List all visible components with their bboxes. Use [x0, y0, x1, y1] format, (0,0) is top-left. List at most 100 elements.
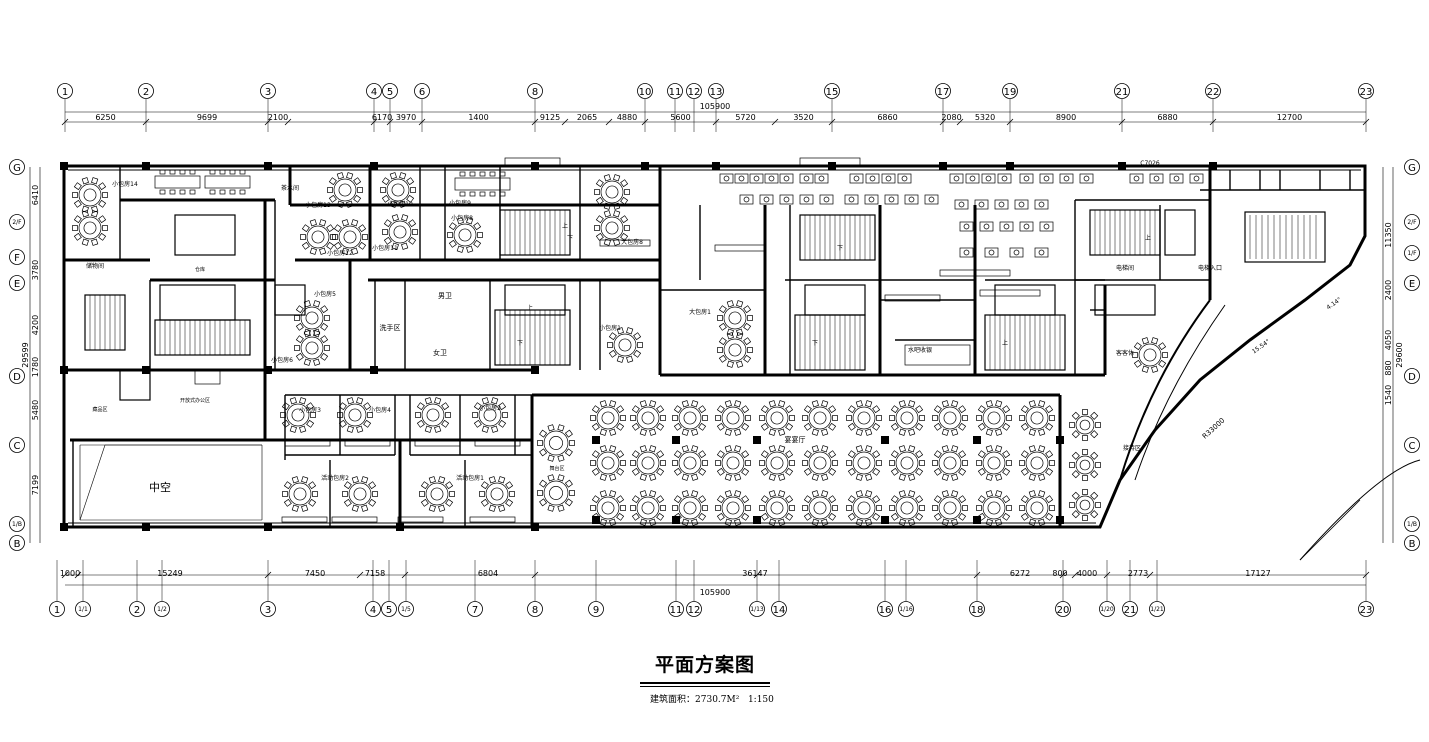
- axis-label-bottom: 18: [971, 605, 984, 616]
- kitchen-unit: [719, 173, 734, 184]
- round-table: [1069, 489, 1101, 521]
- area-value: 2730.7M²: [695, 695, 740, 705]
- dim-top: 12700: [1277, 113, 1302, 122]
- dim-bottom: 1000: [60, 569, 80, 578]
- column: [60, 366, 68, 374]
- bench: [414, 440, 461, 447]
- axis-bubble-bottom: [129, 601, 145, 617]
- kitchen-unit: [979, 221, 994, 232]
- axis-bubble-right: [1404, 159, 1420, 175]
- room-label-small-room-9: 小包房9: [449, 199, 471, 207]
- stair-mark: 上: [1145, 234, 1151, 242]
- dim-left: 7199: [31, 475, 40, 495]
- axis-bubble-left: [9, 275, 25, 291]
- axis-bubble-right: [1404, 245, 1420, 261]
- room-label-bar: 水吧收银: [908, 346, 932, 354]
- axis-bubble-top: [1205, 83, 1221, 99]
- dim-bottom: 7450: [305, 569, 325, 578]
- column: [396, 523, 404, 531]
- round-table: [630, 400, 666, 436]
- axis-bubble-top: [138, 83, 154, 99]
- dim-bottom: 6804: [478, 569, 498, 578]
- axis-label-left: F: [14, 253, 20, 264]
- axis-label-bottom: 8: [532, 605, 538, 616]
- room-label-reception: 接待区: [1123, 444, 1141, 452]
- column: [1056, 436, 1064, 444]
- column: [1006, 162, 1014, 170]
- axis-label-bottom: 11: [670, 605, 683, 616]
- stair-mark: 上: [1002, 339, 1008, 347]
- round-table: [759, 490, 795, 526]
- structural-columns: [60, 162, 1217, 531]
- room-label-small-room-14: 小包房14: [112, 180, 138, 188]
- axis-bubble-bottom: [1055, 601, 1071, 617]
- dim-right: 11350: [1384, 222, 1393, 247]
- axis-label-top: 4: [371, 87, 377, 98]
- dim-top: 5600: [670, 113, 690, 122]
- column: [592, 436, 600, 444]
- kitchen-unit: [1039, 221, 1054, 232]
- room-label-small-room-8: 小包房8: [451, 214, 473, 222]
- column: [142, 366, 150, 374]
- axis-bubble-top: [824, 83, 840, 99]
- kitchen-unit: [994, 199, 1009, 210]
- kitchen-unit: [1034, 199, 1049, 210]
- kitchen-unit: [1014, 199, 1029, 210]
- room-label-small-room-1: 小包房1: [599, 324, 621, 332]
- round-table: [327, 172, 363, 208]
- axis-bubble-bottom: [668, 601, 684, 617]
- axis-bubble-left: [9, 249, 25, 265]
- round-table: [607, 327, 643, 363]
- axis-label-right: G: [1408, 163, 1416, 174]
- kitchen-unit: [849, 173, 864, 184]
- room-label-small-room-13: 小包房13: [305, 201, 331, 209]
- dim-top: 8900: [1056, 113, 1076, 122]
- axis-label-top: 5: [387, 87, 393, 98]
- room-label-elevator-entry: 电梯入口: [1198, 264, 1222, 272]
- kitchen-unit: [981, 173, 996, 184]
- kitchen-unit: [799, 194, 814, 205]
- axis-label-bottom: 1/2: [157, 606, 167, 613]
- dim-total-bottom: 105900: [700, 588, 731, 597]
- column: [939, 162, 947, 170]
- stair-hatching: [89, 210, 1317, 370]
- round-table: [672, 490, 708, 526]
- room-label-small-room-2: 小包房2: [479, 404, 501, 412]
- axis-label-top: 11: [669, 87, 682, 98]
- round-table: [294, 330, 330, 366]
- axis-label-top: 15: [826, 87, 839, 98]
- axis-bubble-left: [9, 214, 25, 230]
- long-table: [204, 169, 251, 195]
- kitchen-unit: [1079, 173, 1094, 184]
- axis-label-left: B: [14, 539, 21, 550]
- round-table: [715, 490, 751, 526]
- column: [264, 366, 272, 374]
- round-table: [715, 400, 751, 436]
- axis-label-bottom: 12: [688, 605, 701, 616]
- column: [60, 523, 68, 531]
- room-label-guest-rest: 客客休: [1116, 349, 1134, 357]
- round-table: [630, 445, 666, 481]
- round-table: [802, 400, 838, 436]
- axis-bubble-bottom: [1358, 601, 1374, 617]
- kitchen-unit: [1129, 173, 1144, 184]
- bench: [469, 516, 516, 523]
- counter: [979, 289, 1041, 297]
- bench: [397, 516, 444, 523]
- kitchen-unit: [1019, 173, 1034, 184]
- room-label-women-wc: 女卫: [433, 348, 447, 357]
- axis-label-bottom: 1/1: [78, 606, 88, 613]
- column: [753, 516, 761, 524]
- dim-left: 4200: [31, 315, 40, 335]
- axis-label-top: 12: [688, 87, 701, 98]
- building-outline: [60, 162, 1421, 561]
- axis-bubble-left: [9, 535, 25, 551]
- room-label-small-room-3: 小包房3: [299, 406, 321, 414]
- round-table: [846, 490, 882, 526]
- axis-label-top: 17: [937, 87, 950, 98]
- axis-label-top: 13: [710, 87, 723, 98]
- round-table: [889, 445, 925, 481]
